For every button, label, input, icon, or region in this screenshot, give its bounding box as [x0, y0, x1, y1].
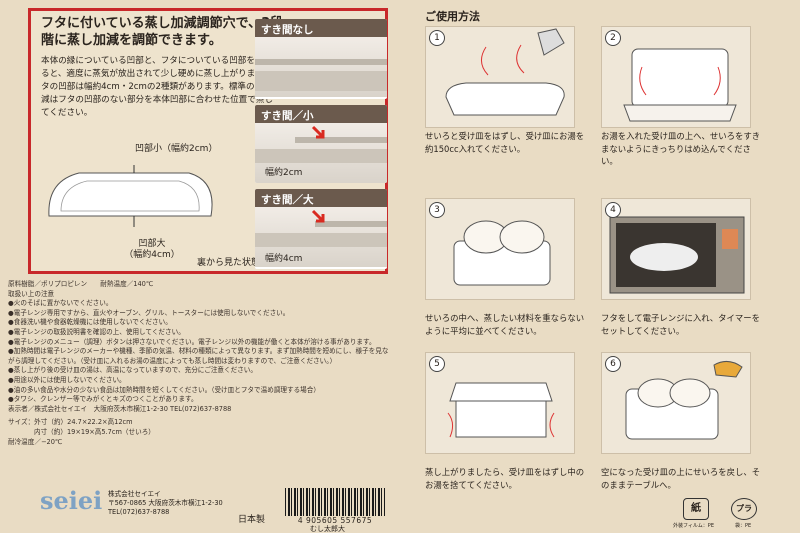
- step-3-illustration: 3: [425, 198, 575, 300]
- panel-title: すき間／大: [255, 189, 387, 207]
- paper-recycle-label: 外装フィルム：PE: [673, 523, 714, 529]
- tray-illustration: [445, 28, 565, 116]
- panel-title: すき間／小: [255, 105, 387, 123]
- feature-box: フタに付いている蒸し加減調節穴で、3段階に蒸し加減を調節できます。 本体の縁につ…: [28, 8, 388, 274]
- panel-title: すき間なし: [255, 19, 387, 37]
- plastic-recycle-icon: プラ: [731, 498, 757, 520]
- step-3-text: せいろの中へ、蒸したい材料を重ならないように平均に並べてください。: [425, 313, 585, 336]
- cold-temp: 耐冷温度／−20℃: [8, 437, 63, 446]
- spec-line: ●蒸し上がり後の受け皿の湯は、高温になっていますので、充分にご注意ください。: [8, 366, 257, 375]
- spec-line: ●油の多い食品や水分の少ない食品は加熱時間を短くしてください。（受け皿とフタで温…: [8, 385, 320, 394]
- usage-section: ご使用方法 1 せいろと受け皿をはずし、受け皿にお湯を約150cc入れてください…: [405, 0, 800, 533]
- paper-recycle-icon: 紙: [683, 498, 709, 520]
- step-5-illustration: 5: [425, 352, 575, 454]
- lid-photo-closed: [255, 37, 387, 97]
- gap-width-label: 幅約2cm: [265, 168, 303, 178]
- arrow-icon: [311, 125, 325, 139]
- step-number: 1: [429, 30, 445, 46]
- spec-line: ●電子レンジの取扱説明書を確認の上、使用してください。: [8, 327, 185, 336]
- step-6-text: 空になった受け皿の上にせいろを戻し、そのままテーブルへ。: [601, 467, 761, 490]
- spec-line: ●タワシ、クレンザー等でみがくとキズのつくことがあります。: [8, 395, 198, 404]
- panel-gap-small: すき間／小 幅約2cm: [255, 105, 387, 183]
- specifications: 原料樹脂／ポリプロピレン 耐熱温度／140℃ 取扱い上の注意 ●火のそばに置かな…: [8, 280, 392, 447]
- made-in: 日本製: [238, 515, 266, 525]
- step-5-text: 蒸し上がりましたら、受け皿をはずし中のお湯を捨ててください。: [425, 467, 585, 490]
- usage-title: ご使用方法: [425, 10, 480, 23]
- spec-line: ●火のそばに置かないでください。: [8, 299, 113, 308]
- gap-width-label: 幅約4cm: [265, 254, 303, 264]
- step-4-text: フタをして電子レンジに入れ、タイマーをセットしてください。: [601, 313, 760, 336]
- step-4-illustration: 4: [601, 198, 751, 300]
- spec-line: ●食器洗い機や食器乾燥機には使用しないでください。: [8, 318, 172, 327]
- lid-steam-illustration: [447, 382, 555, 438]
- steamer-illustration: [623, 48, 737, 122]
- spec-line: 原料樹脂／ポリプロピレン 耐熱温度／140℃: [8, 280, 154, 288]
- step-number: 6: [605, 356, 621, 372]
- barcode: [285, 488, 385, 516]
- serve-illustration: [625, 361, 743, 440]
- microwave-illustration: [609, 216, 745, 294]
- feature-title: フタに付いている蒸し加減調節穴で、3段階に蒸し加減を調節できます。: [41, 16, 284, 48]
- spec-line: ●電子レンジ専用ですから、直火やオーブン、グリル、トースターには使用しないでくだ…: [8, 308, 290, 317]
- label-recess-small: 凹部小（幅約2cm）: [135, 144, 218, 154]
- lid-diagram: [48, 165, 213, 227]
- label-back-view: 裏から見た状態: [197, 258, 261, 268]
- company-name: 株式会社セイエイ: [108, 490, 161, 498]
- step-1-illustration: 1: [425, 26, 575, 128]
- step-number: 4: [605, 202, 621, 218]
- step-2-text: お湯を入れた受け皿の上へ、せいろをすきまないようにきっちりはめ込んでください。: [601, 131, 761, 166]
- barcode-number: 4 905605 557675: [297, 516, 373, 525]
- size-inner: 内寸（約）19×19×高5.7cm（せいろ）: [34, 427, 155, 436]
- panel-no-gap: すき間なし: [255, 19, 387, 99]
- lid-photo-small-gap: 幅約2cm: [255, 123, 387, 183]
- spec-line: 表示者／株式会社セイエイ 大阪府茨木市横江1-2-30 TEL(072)637-…: [8, 404, 232, 413]
- step-number: 2: [605, 30, 621, 46]
- step-number: 3: [429, 202, 445, 218]
- lid-photo-large-gap: 幅約4cm: [255, 207, 387, 267]
- arrow-icon: [311, 209, 325, 223]
- label-recess-large: 凹部大 （幅約4cm）: [124, 239, 180, 260]
- company-info: 株式会社セイエイ 〒567-0865 大阪府茨木市横江1-2-30 TEL(07…: [108, 490, 223, 517]
- step-number: 5: [429, 356, 445, 372]
- spec-line: ●用途以外には使用しないでください。: [8, 375, 126, 384]
- spec-line: 取扱い上の注意: [8, 289, 55, 298]
- product-name: むし太郎大: [310, 525, 345, 533]
- plastic-recycle-label: 袋：PE: [735, 523, 752, 529]
- buns-illustration: [453, 220, 551, 286]
- step-2-illustration: 2: [601, 26, 751, 128]
- company-address: 〒567-0865 大阪府茨木市横江1-2-30: [108, 499, 223, 507]
- step-1-text: せいろと受け皿をはずし、受け皿にお湯を約150cc入れてください。: [425, 131, 585, 154]
- feature-description: 本体の縁についている凹部と、フタについている凹部を合わせると、適度に蒸気が放出さ…: [41, 56, 281, 118]
- step-6-illustration: 6: [601, 352, 751, 454]
- size-outer: サイズ：外寸（約）24.7×22.2×高12cm: [8, 418, 133, 427]
- company-logo: seiei: [40, 486, 103, 515]
- panel-gap-large: すき間／大 幅約4cm: [255, 189, 387, 269]
- spec-line: ●加熱時間は電子レンジのメーカーや機種、季節の気温、材料の種類によって異なります…: [8, 347, 389, 365]
- spec-line: ●電子レンジのメニュー（調理）ボタンは押さないでください。電子レンジ以外の機能が…: [8, 337, 376, 346]
- company-tel: TEL(072)637-8788: [108, 508, 170, 516]
